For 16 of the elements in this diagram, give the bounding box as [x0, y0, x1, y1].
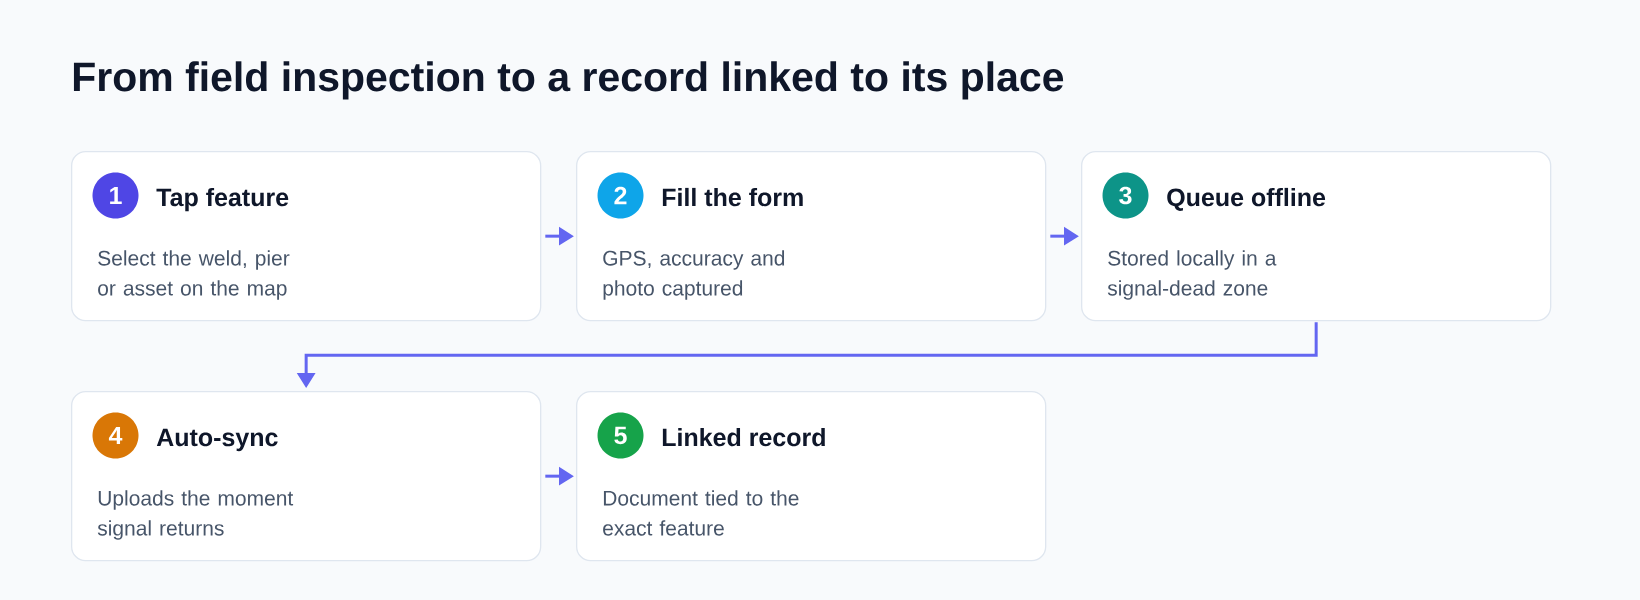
step-description: GPS, accuracy and photo captured — [603, 250, 785, 300]
step-title: Tap feature — [156, 187, 289, 212]
step-title: Linked record — [662, 427, 825, 447]
step-title: Queue offline — [1167, 187, 1326, 211]
step-description: Document tied to the exact feature — [603, 490, 799, 536]
number-badge: 1 — [92, 172, 139, 219]
step-description: Stored locally in a signal-dead zone — [1107, 250, 1277, 300]
heading: From field inspection to a record linked to its place — [73, 61, 1064, 100]
step-title: Auto-sync — [156, 428, 278, 452]
step-description: Uploads the moment signal returns — [97, 490, 294, 540]
step-title: Fill the form — [662, 187, 803, 207]
step-description: Select the weld, pier or asset on the map — [98, 250, 290, 300]
number-badge: 4 — [92, 412, 139, 459]
number-badge: 5 — [597, 412, 644, 459]
number-badge: 3 — [1102, 172, 1149, 219]
number-badge: 2 — [597, 172, 644, 219]
